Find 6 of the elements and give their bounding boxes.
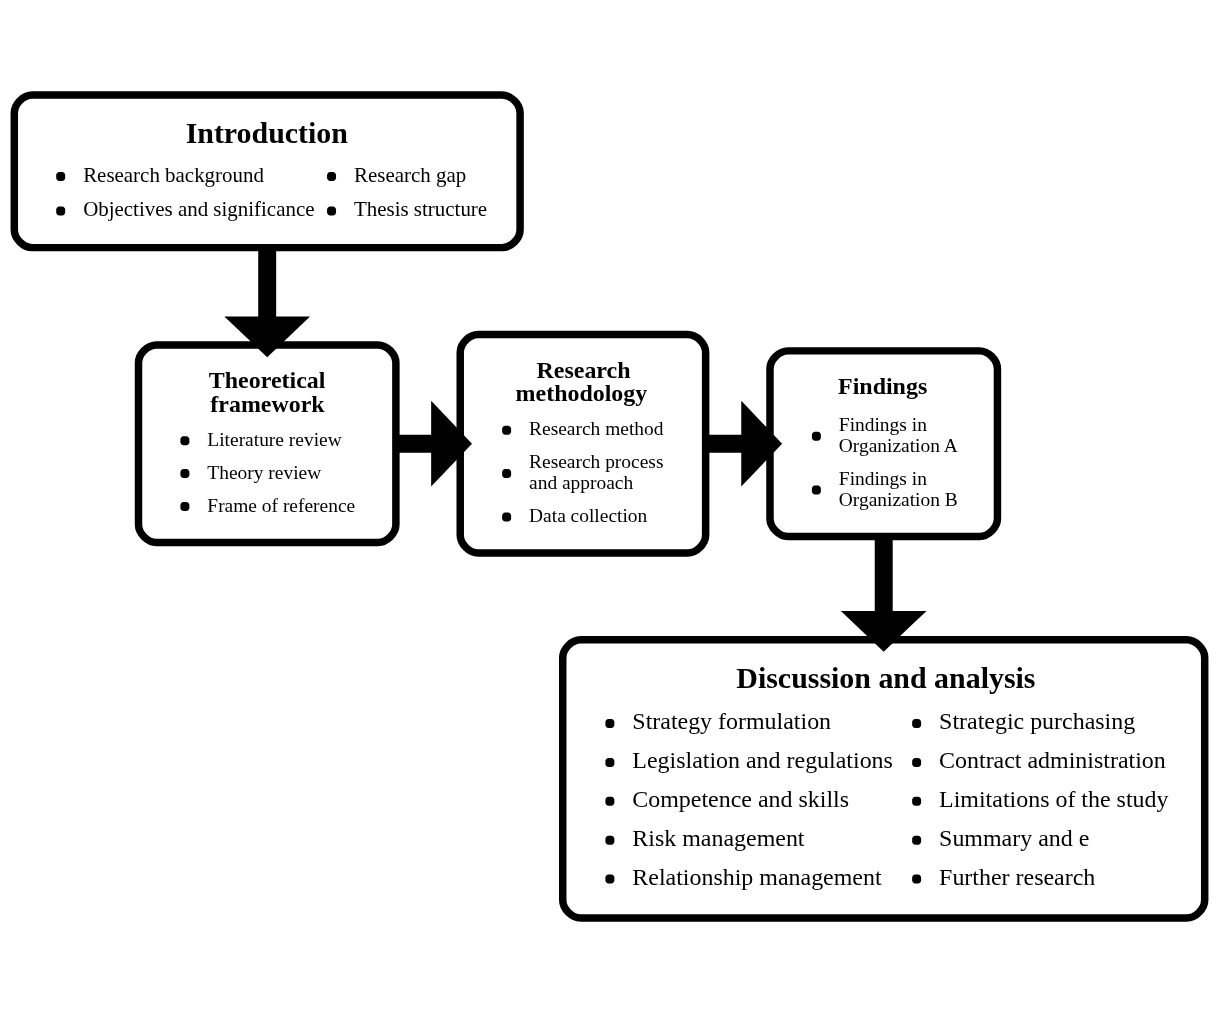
node-box: Discussion and analysis Strategy formulation Strategic purchasing Legislation and regulations Contract administration Competence and skills Limitations of the study Risk management Summary and e Relationship management Further research bbox=[559, 635, 1209, 922]
node-box: Theoretical framework Literature review Theory review Frame of reference bbox=[134, 340, 400, 546]
node-box: Findings Findings in Organization A Findings in Organization B bbox=[766, 346, 1002, 540]
node-box: Research methodology Research method Research process and approach Data collection bbox=[456, 330, 710, 557]
node-box: Introduction Research background Research gap Objectives and significance Thesis structure bbox=[10, 90, 524, 251]
arrow bbox=[396, 400, 472, 487]
